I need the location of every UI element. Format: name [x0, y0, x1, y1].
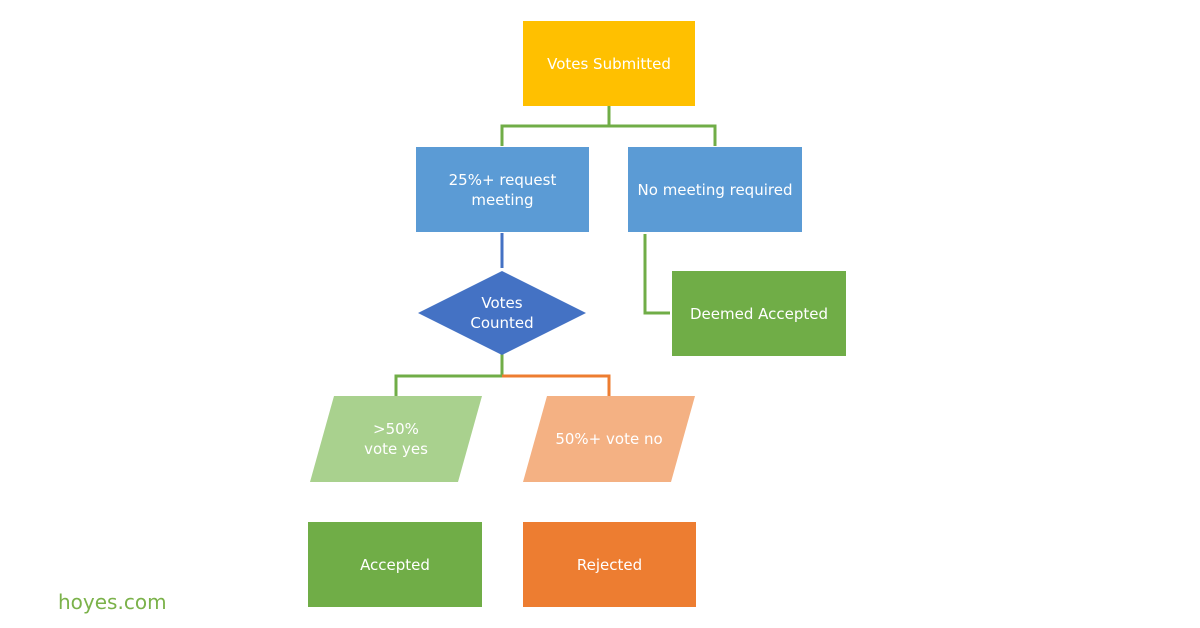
node-vote-no-parallelogram [523, 396, 695, 482]
node-votes-counted-label: Votes Counted [470, 294, 534, 332]
node-request-meeting-label: 25%+ request meeting [448, 170, 557, 209]
node-deemed-accepted-label: Deemed Accepted [689, 304, 828, 323]
node-votes-counted: Votes Counted [417, 270, 587, 356]
connector-count-to-yes [394, 374, 502, 396]
node-request-meeting: 25%+ request meeting [416, 147, 589, 232]
connector-submitted-branches [500, 124, 717, 146]
node-vote-no: 50%+ vote no [523, 396, 695, 482]
connector-count-to-no [502, 374, 611, 396]
watermark-text: hoyes.com [58, 590, 167, 614]
node-vote-no-label: 50%+ vote no [555, 430, 663, 448]
node-deemed-accepted: Deemed Accepted [672, 271, 846, 356]
node-votes-submitted: Votes Submitted [523, 21, 695, 106]
node-vote-yes-shape [310, 396, 482, 482]
node-rejected: Rejected [523, 522, 696, 607]
connector-no-meeting-to-deemed [643, 234, 670, 315]
node-votes-counted-diamond [418, 271, 586, 355]
node-vote-no-shape [523, 396, 695, 482]
node-votes-counted-shape [418, 271, 586, 355]
node-accepted: Accepted [308, 522, 482, 607]
node-vote-yes-parallelogram [310, 396, 482, 482]
node-rejected-label: Rejected [576, 555, 643, 574]
node-no-meeting: No meeting required [628, 147, 802, 232]
node-votes-submitted-label: Votes Submitted [547, 54, 671, 73]
node-accepted-label: Accepted [360, 555, 430, 574]
node-no-meeting-label: No meeting required [637, 180, 793, 199]
node-vote-yes-label: >50% vote yes [364, 420, 428, 458]
node-vote-yes: >50% vote yes [310, 396, 482, 482]
